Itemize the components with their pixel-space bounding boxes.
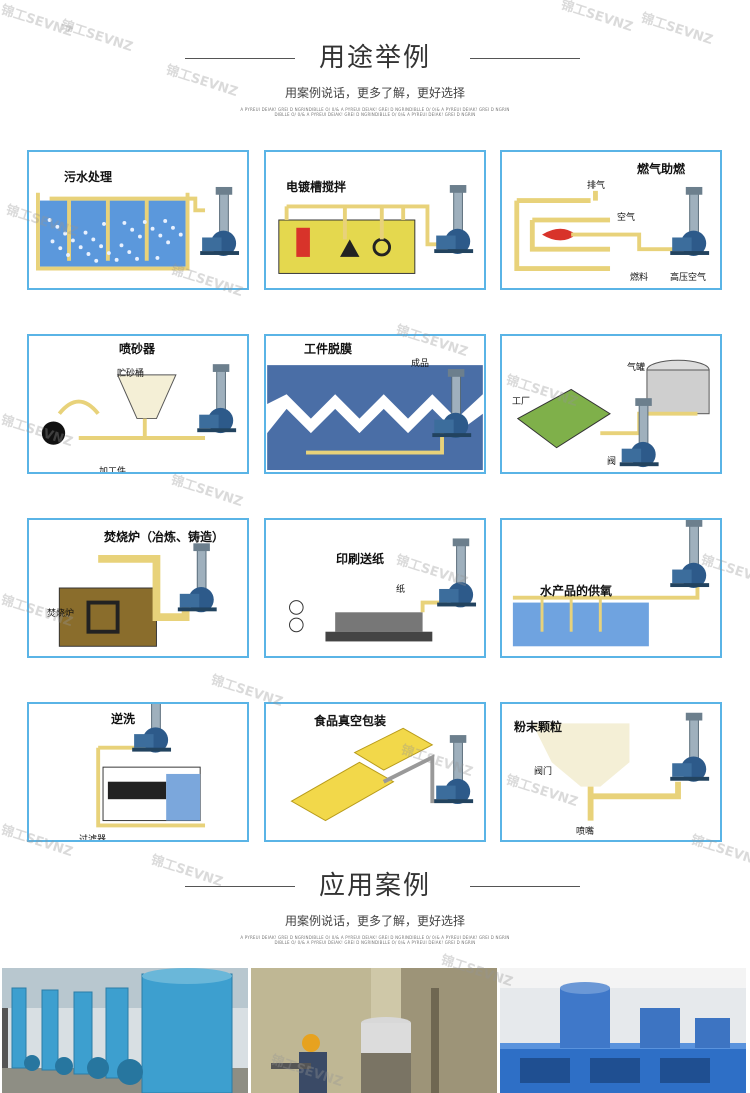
usage-card-note: 过滤器 — [79, 835, 107, 842]
usage-illustration — [58, 543, 217, 647]
usage-illustration — [41, 364, 237, 445]
usage-illustration — [36, 186, 240, 271]
usage-card-note: 高压空气 — [670, 273, 707, 283]
usage-card-note: 阀 — [607, 457, 617, 467]
usage-illustration — [532, 712, 710, 821]
usage-card-note: 排气 — [587, 181, 606, 191]
watermark: 锦工SEVNZ — [168, 472, 245, 511]
usage-card-note: 气罐 — [627, 363, 646, 373]
usage-card-label: 电镀槽搅拌 — [286, 180, 347, 194]
usage-card-label: 污水处理 — [64, 170, 113, 184]
usage-card-label: 印刷送纸 — [336, 552, 385, 566]
usage-card: 水产品的供氧 — [500, 518, 722, 658]
usage-card-note: 工厂 — [512, 397, 531, 407]
title-rule-right — [470, 886, 580, 887]
usage-card: 气罐工厂阀 — [500, 334, 722, 474]
section-title: 用途举例 — [318, 43, 431, 73]
usage-card-label: 食品真空包装 — [314, 714, 387, 728]
usage-card: 印刷送纸纸 — [264, 518, 486, 658]
usage-illustration — [289, 538, 477, 642]
usage-card-note: 纸 — [396, 585, 406, 595]
usage-card-label: 水产品的供氧 — [540, 584, 613, 598]
usage-illustration — [96, 704, 206, 828]
usage-card-note: 喷嘴 — [576, 827, 595, 837]
usage-illustration — [267, 365, 483, 471]
usage-card: 燃气助燃排气空气燃料 高压空气 — [500, 150, 722, 290]
section-subtitle: 用案例说话，更多了解，更好选择 — [284, 914, 465, 928]
case-photo-blue-units — [500, 968, 746, 1093]
usage-card: 焚烧炉（冶炼、铸造） 焚烧炉 — [27, 518, 249, 658]
usage-illustration — [516, 359, 710, 468]
usage-illustration — [512, 520, 710, 647]
fine-print: A PYREUI DEIAK! GREI D NGRINDIBLLE O/ 0/… — [240, 107, 510, 117]
usage-card: 逆洗过滤器 — [27, 702, 249, 842]
usage-card: 工件脱膜成品 — [264, 334, 486, 474]
title-rule-right — [470, 58, 580, 59]
usage-card: 粉末颗粒阀门喷嘴 — [500, 702, 722, 842]
fine-print: A PYREUI DEIAK! GREI D NGRINDIBLLE O/ 0/… — [240, 935, 510, 945]
usage-illustration — [278, 185, 474, 274]
usage-card-note: 成品 — [411, 359, 430, 369]
usage-illustration — [290, 727, 474, 822]
usage-card: 食品真空包装 — [264, 702, 486, 842]
usage-card-label: 逆洗 — [111, 712, 136, 726]
usage-card-label: 焚烧炉（冶炼、铸造） — [104, 530, 225, 544]
usage-card: 污水处理 — [27, 150, 249, 290]
title-rule-left — [185, 58, 295, 59]
usage-card-label: 粉末颗粒 — [514, 720, 563, 734]
case-photo-worker — [251, 968, 497, 1093]
section-usage-header: 用途举例 用案例说话，更多了解，更好选择 A PYREUI DEIAK! GRE… — [0, 38, 750, 117]
usage-card-note: 空气 — [617, 213, 636, 223]
section-subtitle: 用案例说话，更多了解，更好选择 — [284, 86, 465, 100]
usage-card-label: 燃气助燃 — [637, 162, 686, 176]
usage-card-note: 焚烧炉 — [47, 609, 75, 619]
usage-card-label: 工件脱膜 — [304, 342, 353, 356]
section-title: 应用案例 — [318, 871, 431, 901]
usage-illustration — [514, 186, 710, 271]
section-cases-header: 应用案例 用案例说话，更多了解，更好选择 A PYREUI DEIAK! GRE… — [0, 866, 750, 945]
usage-card-note: 贮砂桶 — [117, 369, 145, 379]
usage-card: 喷砂器贮砂桶加工件 — [27, 334, 249, 474]
usage-card-note: 加工件 — [99, 467, 127, 474]
watermark: 锦工SEVNZ — [0, 2, 75, 41]
usage-card-note: 阀门 — [534, 767, 553, 777]
usage-card-label: 喷砂器 — [119, 342, 156, 356]
watermark: 锦工SEVNZ — [558, 0, 635, 36]
title-rule-left — [185, 886, 295, 887]
usage-card: 电镀槽搅拌 — [264, 150, 486, 290]
usage-card-note: 燃料 — [630, 273, 649, 283]
case-photo-blowers-row — [2, 968, 248, 1093]
